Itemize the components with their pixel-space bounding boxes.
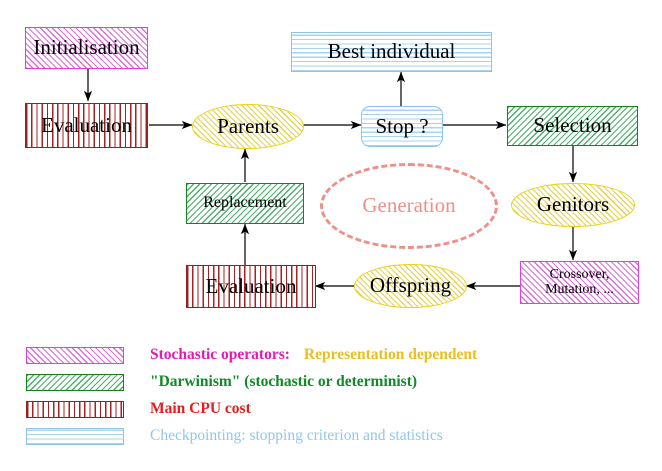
node-evaluation-bottom-label: Evaluation [205, 273, 297, 298]
legend-swatch-magenta-diagonal-hatch [26, 346, 124, 364]
legend-row-checkpointing: Checkpointing: stopping criterion and st… [26, 427, 443, 445]
node-selection-label: Selection [533, 113, 612, 138]
node-stop-label: Stop ? [375, 113, 429, 138]
legend-row-stochastic-operators: Stochastic operators: Representation depe… [26, 346, 477, 364]
node-parents-label: Parents [217, 113, 279, 138]
node-offspring[interactable]: Offspring [354, 264, 467, 308]
node-evaluation-bottom[interactable]: Evaluation [186, 265, 316, 308]
node-generation-label: Generation [362, 193, 456, 218]
legend-swatch-green-diagonal-hatch [26, 373, 124, 391]
legend-label-darwinism: "Darwinism" (stochastic or determinist) [150, 373, 418, 390]
node-offspring-label: Offspring [369, 273, 452, 298]
node-crossover-mutation-label: Crossover, Mutation, ... [545, 267, 614, 297]
node-evaluation-top-label: Evaluation [41, 112, 132, 137]
node-replacement[interactable]: Replacement [186, 183, 304, 224]
node-selection[interactable]: Selection [507, 106, 638, 146]
node-stop[interactable]: Stop ? [361, 106, 443, 147]
legend-swatch-blue-horizontal-hatch [26, 427, 124, 445]
legend-row-darwinism: "Darwinism" (stochastic or determinist) [26, 373, 417, 391]
legend-label-representation-dependent: Representation dependent [303, 346, 478, 363]
legend-text-darwinism: "Darwinism" (stochastic or determinist) [150, 373, 417, 391]
node-parents[interactable]: Parents [192, 104, 304, 149]
node-evaluation-top[interactable]: Evaluation [25, 103, 148, 148]
legend-row-main-cpu-cost: Main CPU cost [26, 400, 251, 418]
node-genitors-label: Genitors [536, 192, 610, 217]
legend-label-main-cpu-cost: Main CPU cost [150, 400, 251, 417]
node-genitors[interactable]: Genitors [511, 183, 635, 227]
node-best-individual[interactable]: Best individual [291, 32, 492, 72]
node-generation: Generation [320, 163, 498, 249]
legend-text-checkpointing: Checkpointing: stopping criterion and st… [150, 427, 443, 445]
legend-label-stochastic-operators: Stochastic operators: [150, 346, 290, 363]
node-initialisation[interactable]: Initialisation [25, 27, 148, 69]
node-crossover-mutation[interactable]: Crossover, Mutation, ... [520, 261, 639, 304]
node-best-individual-label: Best individual [327, 39, 456, 64]
legend-text-main-cpu-cost: Main CPU cost [150, 400, 251, 418]
legend-label-checkpointing: Checkpointing: stopping criterion and st… [150, 427, 443, 444]
legend-swatch-red-vertical-hatch [26, 400, 124, 418]
node-replacement-label: Replacement [203, 194, 287, 212]
node-initialisation-label: Initialisation [33, 35, 140, 60]
legend-text-stochastic-operators: Stochastic operators: Representation depe… [150, 346, 477, 364]
